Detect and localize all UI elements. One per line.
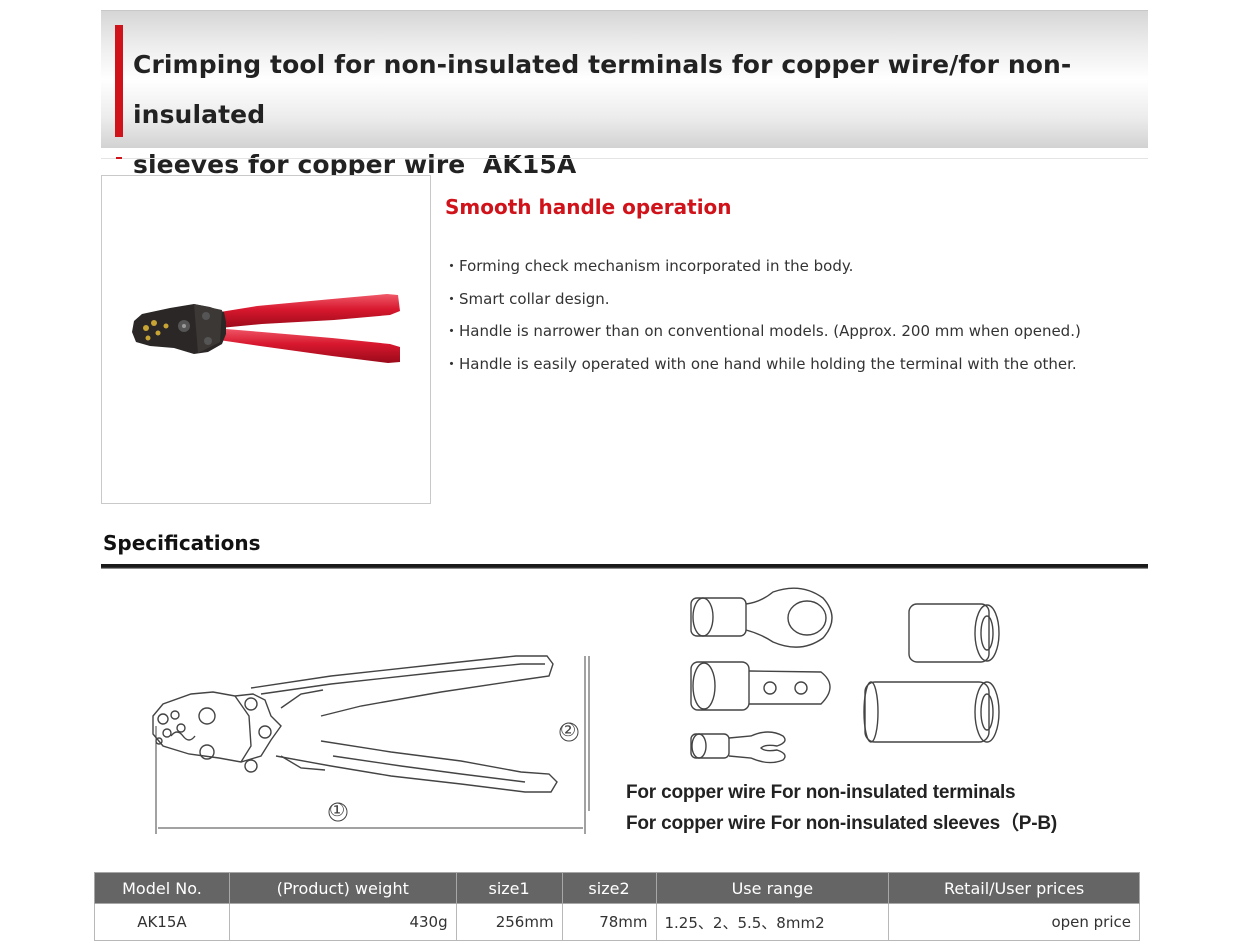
short-sleeve-icon: [908, 603, 1000, 663]
feature-heading: Smooth handle operation: [445, 195, 732, 219]
cell-weight: 430g: [228, 903, 457, 941]
double-hole-terminal-icon: [690, 661, 831, 711]
specifications-diagram: ① ② For copper wire For non-insulated te…: [101, 576, 1148, 846]
header-size2: size2: [561, 872, 657, 904]
header-use-range: Use range: [655, 872, 890, 904]
header-model-no: Model No.: [94, 872, 230, 904]
fork-terminal-icon: [690, 731, 786, 764]
product-photo-frame: [101, 175, 431, 504]
header-weight: (Product) weight: [228, 872, 457, 904]
page-title-line-1: Crimping tool for non-insulated terminal…: [133, 50, 1072, 129]
title-divider-mark: [116, 157, 122, 159]
header-price: Retail/User prices: [888, 872, 1140, 904]
crimping-tool-photo-icon: [132, 294, 400, 363]
caption-sleeves: For copper wire For non-insulated sleeve…: [626, 813, 1058, 834]
list-item: ・Forming check mechanism incorporated in…: [444, 257, 854, 275]
dimension-label-2: ②: [560, 720, 577, 741]
table-header-row: Model No. (Product) weight size1 size2 U…: [94, 872, 1140, 904]
header-size1: size1: [455, 872, 563, 904]
list-item: ・Smart collar design.: [444, 289, 610, 308]
table-row: AK15A 430g 256mm 78mm 1.25、2、5.5、8mm2 op…: [94, 903, 1140, 941]
cell-model-no: AK15A: [94, 903, 230, 941]
ring-terminal-icon: [690, 587, 833, 648]
crimping-tool-outline-icon: [152, 587, 1000, 834]
cell-size2: 78mm: [561, 903, 657, 941]
cell-size1: 256mm: [455, 903, 563, 941]
specifications-heading: Specifications: [103, 531, 261, 555]
feature-list: ・Forming check mechanism incorporated in…: [444, 250, 1081, 381]
cell-use-range: 1.25、2、5.5、8mm2: [655, 903, 890, 941]
specifications-table: Model No. (Product) weight size1 size2 U…: [94, 872, 1140, 941]
title-box: Crimping tool for non-insulated terminal…: [101, 10, 1148, 179]
list-item: ・Handle is narrower than on conventional…: [444, 322, 1081, 341]
specifications-rule: [101, 564, 1148, 569]
title-accent-bar: [115, 25, 123, 137]
caption-terminals: For copper wire For non-insulated termin…: [626, 782, 1016, 803]
list-item: ・Handle is easily operated with one hand…: [444, 355, 1077, 374]
page-title: Crimping tool for non-insulated terminal…: [133, 40, 1138, 190]
title-divider: [101, 158, 1148, 159]
cell-price: open price: [888, 903, 1140, 941]
long-sleeve-icon: [863, 681, 1000, 743]
page-title-line-2: sleeves for copper wire AK15A: [133, 150, 577, 179]
dimension-label-1: ①: [329, 800, 346, 821]
